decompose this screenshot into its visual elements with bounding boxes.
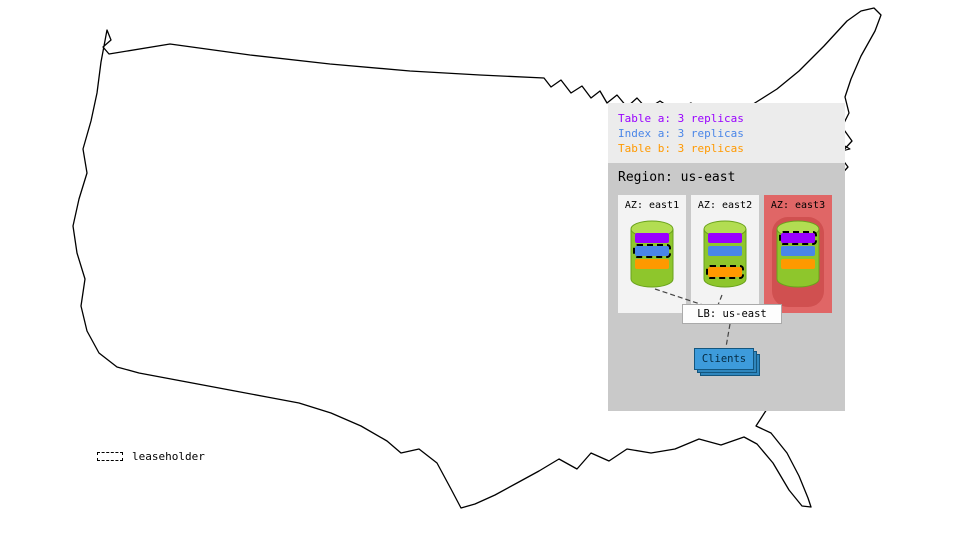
region-panel: Region: us-east AZ: east1 AZ: east2 <box>608 163 845 411</box>
az-east3-label: AZ: east3 <box>770 200 826 211</box>
legend-line-index-a: Index a: 3 replicas <box>618 127 744 140</box>
region-label: Region: us-east <box>618 170 736 185</box>
load-balancer-box: LB: us-east <box>682 304 782 324</box>
az-box-east1: AZ: east1 <box>618 195 686 313</box>
replica-index-a <box>708 246 742 256</box>
replica-table-a-leaseholder <box>779 231 817 245</box>
clients-label: Clients <box>694 348 754 370</box>
database-cylinder-east2 <box>702 219 748 291</box>
replica-table-a <box>708 233 742 243</box>
az-east1-label: AZ: east1 <box>624 200 680 211</box>
database-cylinder-east3 <box>775 219 821 291</box>
az-box-east2: AZ: east2 <box>691 195 759 313</box>
leaseholder-legend-label: leaseholder <box>132 450 205 463</box>
replica-index-a-leaseholder <box>633 244 671 258</box>
legend-line-table-b: Table b: 3 replicas <box>618 142 744 155</box>
replica-index-a <box>781 246 815 256</box>
replica-table-b <box>781 259 815 269</box>
replica-legend-panel: Table a: 3 replicas Index a: 3 replicas … <box>608 103 845 163</box>
leaseholder-dashed-box-icon <box>97 452 123 461</box>
az-box-east3: AZ: east3 <box>764 195 832 313</box>
database-cylinder-east1 <box>629 219 675 291</box>
clients-node: Clients <box>694 348 762 378</box>
leaseholder-legend: leaseholder <box>97 450 205 463</box>
legend-line-table-a: Table a: 3 replicas <box>618 112 744 125</box>
replica-table-b-leaseholder <box>706 265 744 279</box>
replica-table-a <box>635 233 669 243</box>
az-east2-label: AZ: east2 <box>697 200 753 211</box>
replica-table-b <box>635 259 669 269</box>
